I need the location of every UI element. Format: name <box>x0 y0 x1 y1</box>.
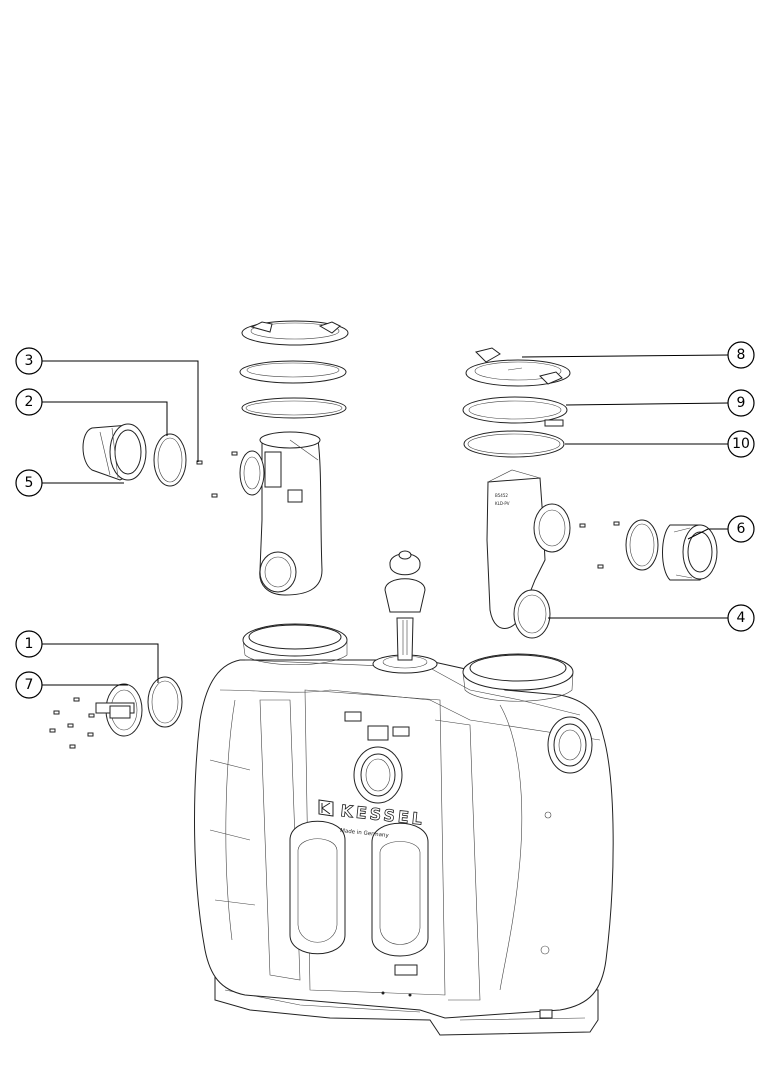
brand-tagline: Made in Germany <box>340 828 390 839</box>
callout-6: 6 <box>727 515 755 543</box>
callout-2: 2 <box>15 388 43 416</box>
callout-3: 3 <box>15 347 43 375</box>
right-lid-assembly <box>462 347 571 458</box>
svg-text:6: 6 <box>737 521 746 537</box>
svg-text:1: 1 <box>25 636 34 652</box>
tank-body: KESSEL Made in Germany <box>194 550 614 1036</box>
right-connector-clamp <box>625 519 718 581</box>
right-elbow-pipe: B5452 KLD-PV <box>486 469 620 639</box>
left-lid-assembly <box>239 320 349 419</box>
callout-9: 9 <box>727 389 755 417</box>
lower-left-cover <box>49 676 183 749</box>
leader-lines <box>42 354 729 686</box>
callout-4: 4 <box>727 604 755 632</box>
svg-text:3: 3 <box>25 353 34 369</box>
svg-text:9: 9 <box>737 395 746 411</box>
svg-text:2: 2 <box>25 394 34 410</box>
svg-text:5: 5 <box>25 475 34 491</box>
svg-text:8: 8 <box>737 347 746 363</box>
callout-10: 10 <box>727 430 755 458</box>
svg-text:B5452: B5452 <box>495 493 508 498</box>
svg-text:KLD-PV: KLD-PV <box>495 501 510 506</box>
left-riser-pipe <box>196 431 323 596</box>
callout-7: 7 <box>15 671 43 699</box>
svg-text:7: 7 <box>25 677 34 693</box>
svg-text:10: 10 <box>732 436 750 452</box>
callout-8: 8 <box>727 341 755 369</box>
left-pipe-connector <box>82 423 187 487</box>
callout-1: 1 <box>15 630 43 658</box>
callout-5: 5 <box>15 469 43 497</box>
svg-text:4: 4 <box>737 610 746 626</box>
